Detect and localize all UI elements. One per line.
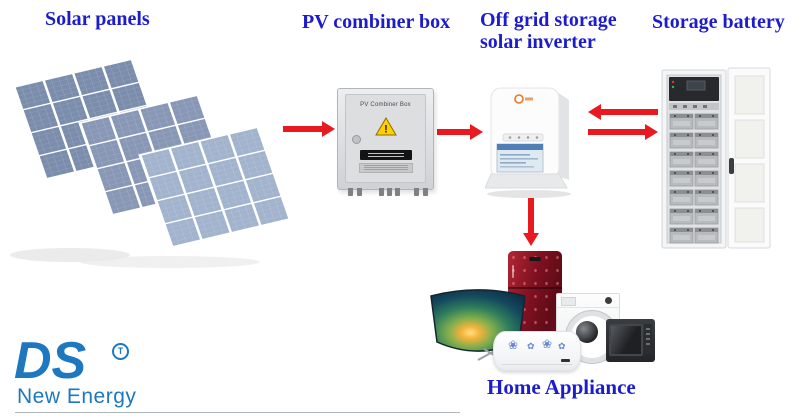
combiner-front-panel: PV Combiner Box ! — [345, 94, 426, 183]
solar-panels-image — [0, 55, 300, 275]
combiner-terminal — [387, 188, 392, 196]
washer-dispenser — [561, 297, 576, 306]
arrow-inverter-to-appliance-icon — [523, 196, 539, 246]
label-pv-combiner-box: PV combiner box — [302, 11, 451, 33]
label-inverter-line2: solar inverter — [480, 31, 596, 53]
warning-triangle-icon: ! — [374, 117, 397, 136]
microwave-door — [609, 324, 643, 356]
combiner-panel-label: PV Combiner Box — [360, 102, 411, 108]
washer-knob — [605, 297, 612, 304]
home-appliances-image: ❀ ✿ ❀ ✿ — [425, 250, 657, 376]
combiner-terminal — [414, 188, 419, 196]
logo-tagline: New Energy — [17, 385, 137, 408]
inverter-image — [484, 82, 577, 205]
fridge-logo — [529, 257, 541, 261]
washer-drum — [576, 321, 598, 343]
fridge-door-divider — [508, 287, 562, 289]
combiner-terminal — [423, 188, 428, 196]
trademark-icon: T — [112, 343, 129, 360]
storage-battery-image — [661, 62, 773, 259]
combiner-terminal — [357, 188, 362, 196]
washer-control-panel — [557, 294, 619, 308]
label-storage-battery: Storage battery — [652, 11, 785, 33]
company-logo: DS T New Energy — [0, 332, 250, 417]
flower-icon: ✿ — [527, 342, 535, 352]
microwave-control-panel — [644, 324, 652, 354]
combiner-terminal — [379, 188, 384, 196]
arrow-battery-to-inverter-icon — [588, 104, 658, 120]
svg-text:!: ! — [384, 124, 388, 136]
label-home-appliance: Home Appliance — [487, 375, 636, 399]
logo-ds-text: DS — [14, 332, 87, 390]
label-inverter: Off grid storage solar inverter — [480, 9, 630, 53]
combiner-terminal — [348, 188, 353, 196]
pv-combiner-box-image: PV Combiner Box ! — [337, 88, 434, 196]
flower-icon: ✿ — [558, 342, 566, 352]
ac-display — [561, 359, 570, 362]
label-solar-panels: Solar panels — [45, 8, 150, 30]
flower-icon: ❀ — [508, 338, 519, 352]
fridge-handle — [512, 265, 514, 278]
flower-icon: ❀ — [542, 337, 553, 351]
arrow-inverter-to-battery-icon — [588, 124, 658, 140]
label-inverter-line1: Off grid storage — [480, 9, 617, 31]
footer-divider — [15, 412, 460, 413]
microwave-oven — [606, 319, 655, 362]
combiner-spec-plate — [358, 163, 413, 173]
combiner-black-plate — [359, 150, 412, 160]
arrow-solar-to-combiner-icon — [283, 121, 335, 137]
air-conditioner: ❀ ✿ ❀ ✿ — [493, 331, 581, 371]
combiner-screw — [352, 135, 361, 144]
arrow-combiner-to-inverter-icon — [437, 124, 483, 140]
combiner-terminal — [395, 188, 400, 196]
ac-vent — [502, 364, 572, 365]
